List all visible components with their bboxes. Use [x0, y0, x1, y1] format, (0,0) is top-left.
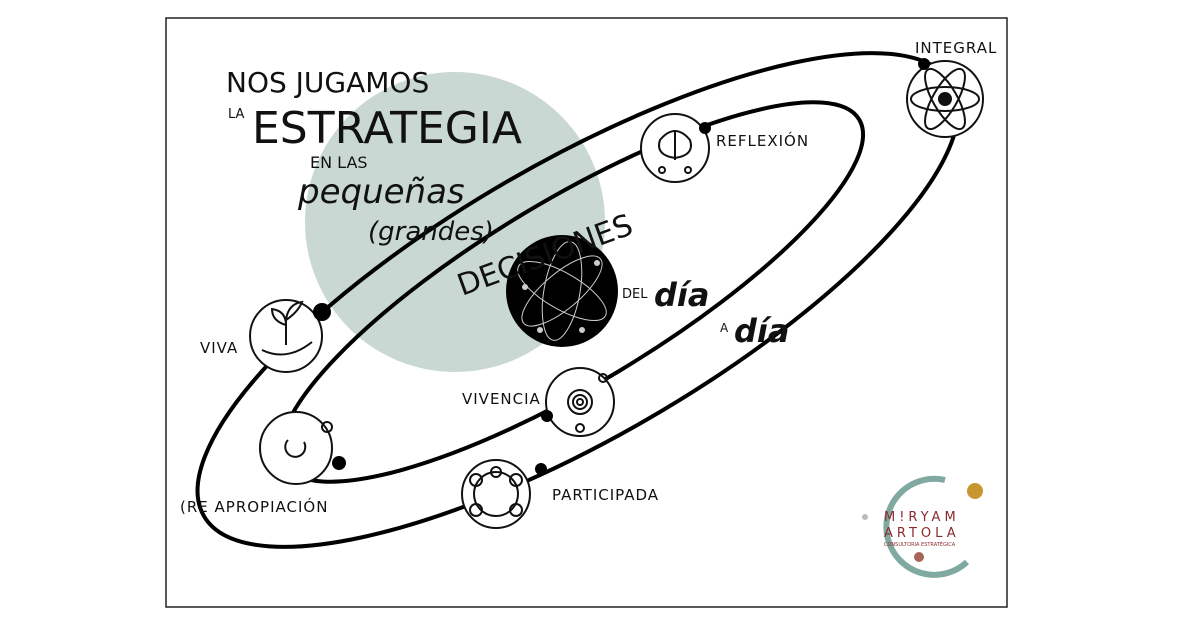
stage-label-reflexion: REFLEXIÓN	[716, 131, 809, 150]
logo-tagline: CONSULTORIA ESTRATÉGICA	[884, 540, 956, 548]
stage-label-vivencia: VIVENCIA	[462, 390, 541, 408]
brain-icon	[640, 113, 710, 183]
plant-in-hand-icon	[249, 299, 323, 373]
group-circle-icon	[461, 459, 531, 529]
stage-label-reapropiacion: (RE APROPIACIÓN	[180, 497, 328, 516]
stage-label-participada: PARTICIPADA	[552, 486, 659, 504]
cycle-icon	[259, 411, 333, 485]
title-a: A	[720, 321, 729, 335]
central-atom-icon	[506, 235, 618, 347]
title-en-las: EN LAS	[310, 153, 368, 172]
title-pequenas: pequeñas	[297, 172, 465, 212]
logo-dot-grey	[862, 514, 868, 520]
logo-dot-gold	[967, 483, 983, 499]
stage-label-integral: INTEGRAL	[915, 39, 997, 57]
title-del: DEL	[622, 287, 648, 302]
title-grandes: (grandes)	[368, 217, 494, 247]
spiral-icon	[545, 367, 615, 437]
atom-icon	[906, 60, 984, 138]
logo: M!RYAM ARTOLA CONSULTORIA ESTRATÉGICA	[862, 475, 983, 578]
title-estrategia: ESTRATEGIA	[252, 103, 522, 154]
logo-dot-rose	[914, 552, 924, 562]
vivencia-node	[541, 410, 553, 422]
reapropiacion-node	[332, 456, 346, 470]
title-line1: NOS JUGAMOS	[226, 66, 429, 99]
participada-node	[535, 463, 547, 475]
title-la: LA	[228, 107, 245, 122]
viva-node	[313, 303, 331, 321]
reflexion-node	[699, 122, 711, 134]
logo-ring-icon	[883, 475, 970, 578]
logo-name1: M!RYAM	[884, 510, 960, 525]
title-dia1: día	[654, 276, 709, 314]
logo-name2: ARTOLA	[884, 526, 960, 541]
integral-node	[918, 58, 930, 70]
title-dia2: día	[734, 312, 789, 350]
stage-label-viva: VIVA	[200, 339, 238, 357]
